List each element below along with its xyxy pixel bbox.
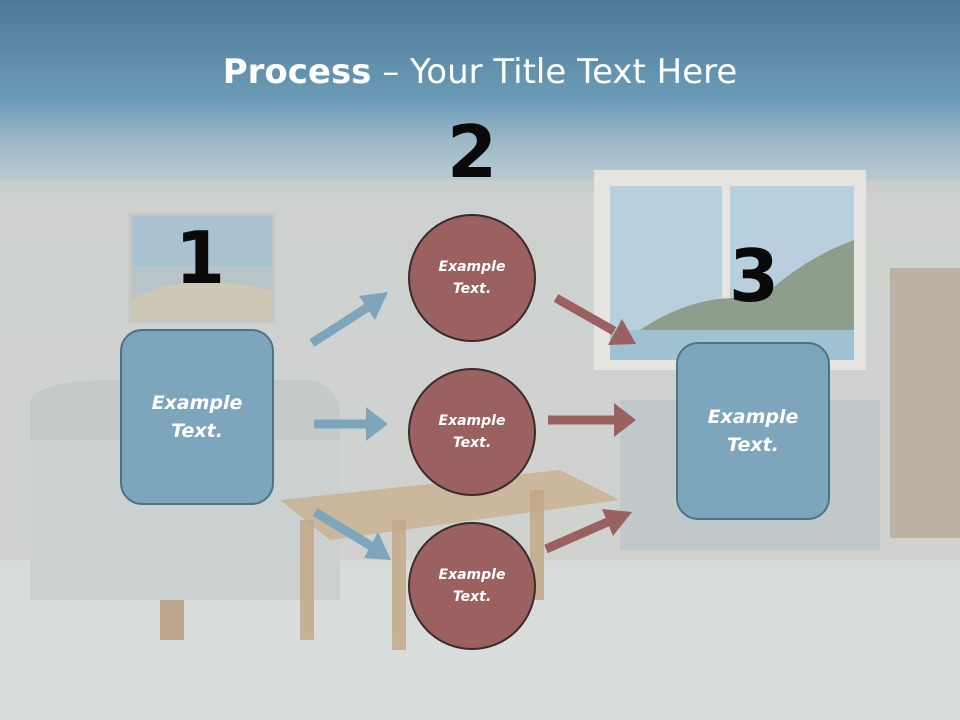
arrow-left-to-middle: [314, 407, 388, 441]
circle-bottom-label: Example Text.: [438, 566, 506, 605]
circle-top: Example Text.: [408, 214, 536, 342]
right-process-box: Example Text.: [676, 342, 830, 520]
slide-title: Process – Your Title Text Here: [0, 52, 960, 92]
step-number-2: 2: [446, 110, 498, 194]
circle-top-label: Example Text.: [438, 258, 506, 297]
right-box-label: Example Text.: [707, 405, 799, 457]
step-number-3: 3: [728, 234, 780, 318]
left-box-label: Example Text.: [151, 391, 243, 443]
arrow-left-to-top: [309, 292, 388, 347]
title-bold: Process: [222, 52, 372, 92]
arrow-top-to-right: [553, 294, 636, 345]
title-rest: – Your Title Text Here: [371, 52, 738, 92]
circle-middle: Example Text.: [408, 368, 536, 496]
circle-middle-label: Example Text.: [438, 412, 506, 451]
arrow-middle-to-right: [548, 403, 636, 437]
step-number-1: 1: [174, 216, 226, 300]
arrow-left-to-bottom: [312, 508, 391, 560]
left-process-box: Example Text.: [120, 329, 274, 505]
circle-bottom: Example Text.: [408, 522, 536, 650]
arrow-bottom-to-right: [544, 509, 632, 554]
